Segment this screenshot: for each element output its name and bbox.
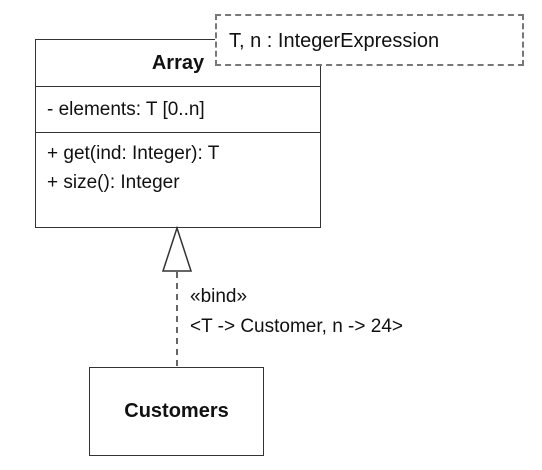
bind-stereotype: «bind»: [190, 286, 248, 307]
array-name-divider: [36, 86, 320, 87]
customers-class-name: Customers: [124, 400, 229, 422]
array-attribute-divider: [36, 132, 320, 133]
template-parameter-box: T, n : IntegerExpression: [215, 14, 524, 66]
template-parameters: T, n : IntegerExpression: [229, 30, 440, 52]
customers-class: Customers: [89, 367, 264, 456]
bind-substitutions: <T -> Customer, n -> 24>: [190, 316, 403, 337]
array-class: Array - elements: T [0..n] + get(ind: In…: [35, 39, 321, 228]
operation-size: + size(): Integer: [47, 172, 180, 193]
operation-get: + get(ind: Integer): T: [47, 143, 220, 164]
generalization-arrowhead: [161, 225, 193, 272]
array-attribute: - elements: T [0..n]: [47, 99, 205, 120]
array-class-name: Array: [151, 52, 205, 74]
array-operations: + get(ind: Integer): T + size(): Integer: [36, 133, 320, 197]
